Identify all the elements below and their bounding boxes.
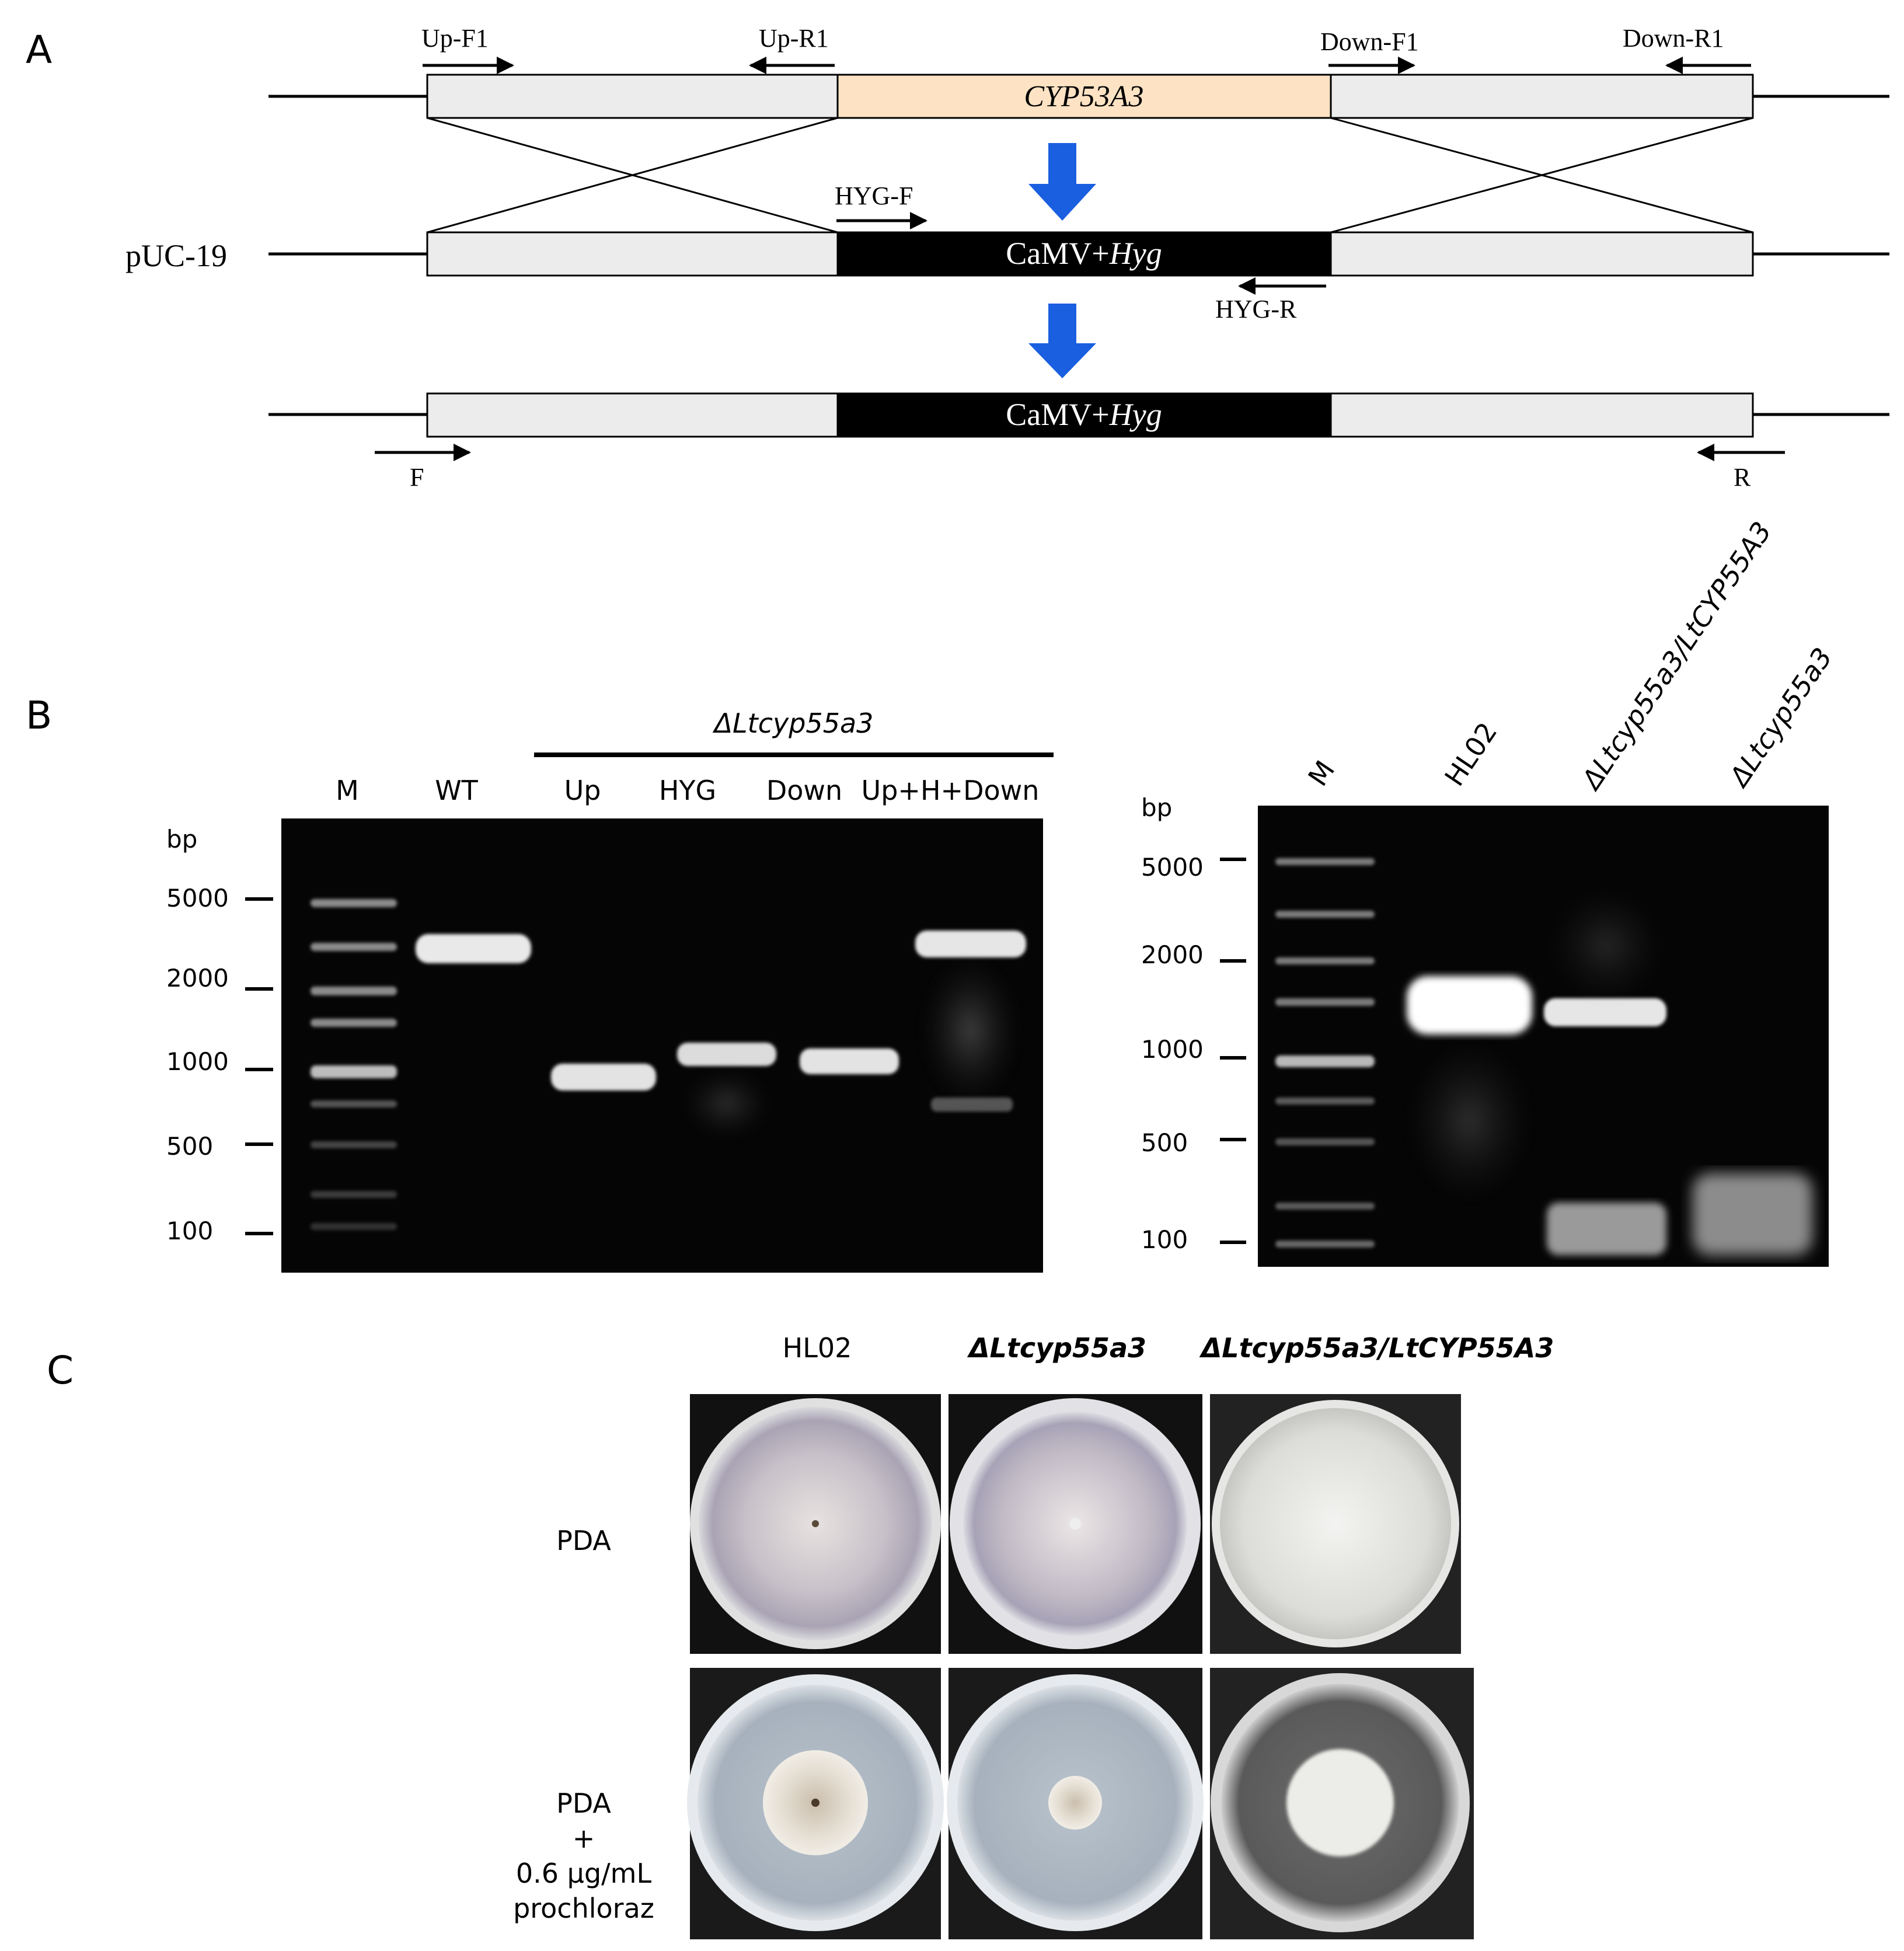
gene-region <box>836 74 1332 119</box>
plate-row-label-2: PDA + 0.6 μg/mL prochloraz <box>513 1788 654 1924</box>
primer-hyg-f: HYG-F <box>835 182 927 229</box>
plate-pda-complemented <box>1210 1394 1461 1654</box>
gel-left-unit: bp <box>166 825 197 853</box>
gel-right-ladder <box>1275 858 1375 1248</box>
primer-up-r1-label: Up-R1 <box>759 24 829 53</box>
mutant-upstream-arm <box>426 392 839 438</box>
primer-f-label: F <box>410 463 424 492</box>
colony <box>1048 1776 1102 1830</box>
gene-name: CYP53A3 <box>1024 80 1143 113</box>
gel-left-group-label: ΔLtcyp55a3 <box>713 708 874 739</box>
cassette-name: CaMV+Hyg <box>1006 236 1162 271</box>
primer-down-f1-label: Down-F1 <box>1320 27 1419 56</box>
mutant-cassette <box>836 392 1332 438</box>
plate-column-label: HL02 <box>783 1332 852 1364</box>
plate-pda-mutant <box>948 1394 1202 1654</box>
primer-up-r1: Up-R1 <box>749 24 835 74</box>
primer-down-r1: Down-R1 <box>1623 24 1751 74</box>
plate-column-label: ΔLtcyp55a3 <box>967 1332 1146 1364</box>
plate-row-label-line: prochloraz <box>513 1893 654 1924</box>
vector-upstream-arm <box>426 231 839 277</box>
plate-row-label-line: PDA <box>556 1788 611 1819</box>
vector-cassette <box>836 231 1332 277</box>
gel-left-lane-label: WT <box>435 775 478 806</box>
blue-down-arrow-1 <box>1028 143 1096 221</box>
gel-left-lane-label: Up+H+Down <box>862 775 1040 806</box>
primer-up-f1-label: Up-F1 <box>421 24 489 53</box>
plate-row-label: PDA <box>556 1525 611 1556</box>
gel-left-marker-label: 2000 <box>166 964 229 992</box>
gel-left-ladder <box>311 899 397 1230</box>
gel-right-marker-label: 1000 <box>1141 1035 1204 1064</box>
gel-left-lane-label: M <box>336 775 359 806</box>
vector-label: pUC-19 <box>125 238 227 273</box>
plate-column-label: ΔLtcyp55a3/LtCYP55A3 <box>1199 1332 1554 1364</box>
blue-down-arrow-2 <box>1028 304 1096 378</box>
gel-left-smear <box>922 957 1019 1103</box>
gel-band <box>677 1043 776 1066</box>
primer-f: F <box>375 444 471 492</box>
gel-right-smear <box>1548 887 1665 1004</box>
gel-right-lane-label: ΔLtcyp55a3 <box>1722 642 1839 793</box>
gel-left-bands <box>416 931 1026 1112</box>
gel-right-marker-label: 500 <box>1141 1128 1188 1157</box>
panel-b-label: B <box>26 693 52 738</box>
plate-prochloraz-mutant <box>947 1668 1204 1939</box>
construct-mutant-locus: CaMV+Hyg <box>268 392 1889 438</box>
gel-left-marker-label: 500 <box>166 1132 213 1161</box>
gel-right-lane-label: M <box>1302 755 1341 792</box>
gel-right-marker-label: 5000 <box>1141 853 1204 882</box>
gel-left-lane-label: Down <box>766 775 842 806</box>
primer-up-f1: Up-F1 <box>421 24 514 74</box>
gel-left-lane-label: Up <box>564 775 601 806</box>
panel-c-label: C <box>47 1348 74 1393</box>
panel-a-label: A <box>26 27 52 72</box>
plate-row-label-line: + <box>573 1823 595 1854</box>
upstream-homology-arm <box>426 74 839 119</box>
mutant-cassette-name: CaMV+Hyg <box>1006 397 1162 432</box>
gel-band <box>800 1048 899 1074</box>
gel-left: ΔLtcyp55a3 M WT Up HYG Down Up+H+Down bp… <box>166 708 1054 1273</box>
plate-prochloraz-hl02 <box>687 1668 944 1939</box>
gel-right-lane-label: HL02 <box>1438 716 1503 792</box>
downstream-homology-arm <box>1330 74 1754 119</box>
gel-right: M HL02 ΔLtcyp55a3/LtCYP55A3 ΔLtcyp55a3 b… <box>1141 516 1839 1267</box>
plate-pda-hl02 <box>690 1394 941 1654</box>
plate-row-label-line: 0.6 μg/mL <box>516 1858 652 1889</box>
gel-left-marker-label: 100 <box>166 1217 213 1245</box>
gel-band <box>416 934 531 963</box>
gel-left-image <box>281 818 1043 1273</box>
gel-band <box>915 931 1026 957</box>
primer-down-f1: Down-F1 <box>1320 27 1419 74</box>
primer-hyg-f-label: HYG-F <box>835 182 913 210</box>
gel-band <box>551 1064 656 1091</box>
mutant-downstream-arm <box>1330 392 1754 438</box>
gel-right-smear <box>1407 1039 1532 1203</box>
gel-band <box>1544 998 1666 1026</box>
gel-right-marker-label: 2000 <box>1141 940 1204 969</box>
gel-left-lane-label: HYG <box>659 775 716 806</box>
gel-left-smear <box>683 1068 770 1138</box>
primer-down-r1-label: Down-R1 <box>1623 24 1724 53</box>
gel-left-marker-label: 5000 <box>166 884 229 912</box>
gel-right-marker-label: 100 <box>1141 1225 1188 1254</box>
construct-genomic-locus: CYP53A3 <box>268 74 1889 119</box>
gel-right-bands <box>1407 887 1812 1255</box>
crossover-lines <box>427 117 1753 234</box>
primer-hyg-r-label: HYG-R <box>1215 295 1297 323</box>
colony <box>1286 1749 1394 1856</box>
gel-left-marker-label: 1000 <box>166 1047 229 1076</box>
gel-band-primer-dimer <box>1547 1203 1666 1255</box>
gel-band <box>1407 976 1532 1034</box>
primer-r-label: R <box>1734 463 1751 492</box>
gel-band-primer-dimer <box>1693 1173 1812 1255</box>
primer-hyg-r: HYG-R <box>1215 277 1326 323</box>
construct-vector: pUC-19 CaMV+Hyg <box>125 231 1889 277</box>
gel-right-unit: bp <box>1141 793 1172 822</box>
primer-r: R <box>1697 444 1785 492</box>
plate-prochloraz-complemented <box>1210 1668 1474 1939</box>
vector-downstream-arm <box>1330 231 1754 277</box>
